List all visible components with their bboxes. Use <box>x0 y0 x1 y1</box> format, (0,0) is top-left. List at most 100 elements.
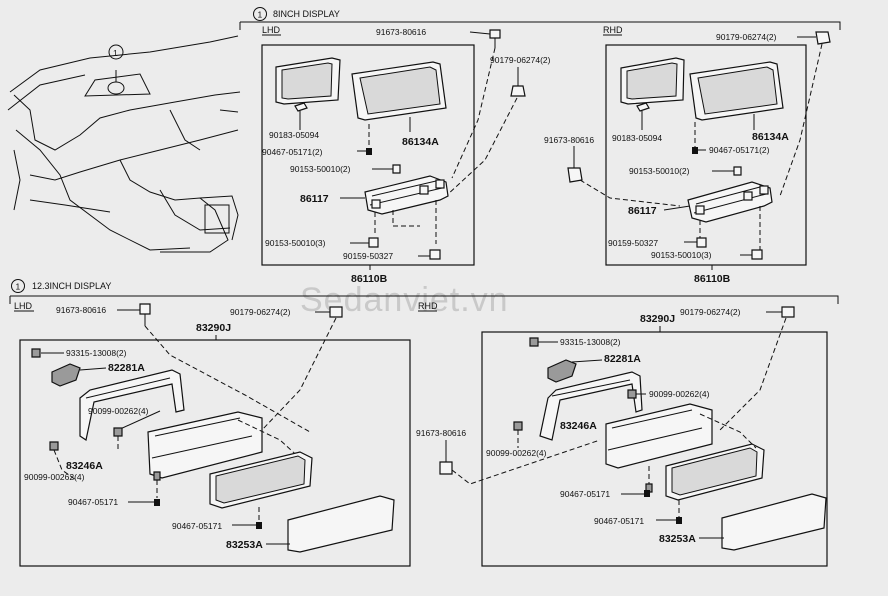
rhd-8inch-box <box>605 44 807 266</box>
part-label: 83246A <box>560 420 597 432</box>
part-label: 90179-06274(2) <box>490 55 551 65</box>
lhd-8inch-box <box>261 44 475 266</box>
nut-icon <box>154 499 160 506</box>
clip-icon <box>636 102 650 112</box>
part-label: 90179-06274(2) <box>716 32 777 42</box>
nut-icon <box>366 148 372 155</box>
glass-panel <box>721 493 827 551</box>
connector-part <box>547 359 577 383</box>
screw-icon <box>392 164 401 174</box>
part-label: 91673-80616 <box>416 428 466 438</box>
part-label: 90467-05171 <box>560 489 610 499</box>
part-label: 90159-50327 <box>343 251 393 261</box>
connector-part <box>51 363 81 387</box>
screw-icon <box>529 337 539 347</box>
bracket-part <box>364 175 449 215</box>
dashboard-illustration <box>7 35 241 253</box>
display-bezel-small <box>620 57 685 105</box>
clip-icon <box>815 31 831 45</box>
screw-icon <box>733 166 742 176</box>
lhd-8inch-label: LHD <box>262 25 281 35</box>
bolt-icon <box>567 167 583 183</box>
part-label: 90467-05171(2) <box>709 145 770 155</box>
part-label: 93315-13008(2) <box>66 348 127 358</box>
part-label: 86117 <box>300 193 329 205</box>
part-label: 90467-05171 <box>68 497 118 507</box>
part-label: 82281A <box>108 362 145 374</box>
part-label: 83253A <box>226 539 263 551</box>
part-label: 90467-05171(2) <box>262 147 323 157</box>
assembly-label: 86110B <box>694 273 731 285</box>
clip-icon <box>510 85 526 97</box>
part-label: 90099-00262(4) <box>486 448 547 458</box>
part-label: 90179-06274(2) <box>680 307 741 317</box>
section-12inch-marker-circle <box>11 279 25 293</box>
display-bezel-small <box>275 57 341 105</box>
part-label: 86134A <box>402 136 439 148</box>
rhd-12inch-label: RHD <box>418 301 438 311</box>
part-label: 83253A <box>659 533 696 545</box>
section-8inch: 1 8INCH DISPLAY LHD 91673-80616 90179-06… <box>239 7 841 285</box>
screw-icon <box>696 237 707 248</box>
part-label: 90153-50010(3) <box>265 238 326 248</box>
rhd-12inch-box <box>481 331 828 567</box>
section-12inch-title: 12.3INCH DISPLAY <box>32 281 111 291</box>
screw-icon <box>513 421 523 431</box>
screw-icon <box>31 348 41 358</box>
part-label: 86117 <box>628 205 657 217</box>
display-unit-12inch <box>147 411 263 479</box>
part-label: 90153-50010(3) <box>651 250 712 260</box>
part-label: 90467-05171 <box>172 521 222 531</box>
part-label: 83290J <box>640 313 675 325</box>
display-unit-12inch <box>605 403 713 469</box>
curved-bracket-part <box>539 371 643 441</box>
part-label: 86134A <box>752 131 789 143</box>
nut-icon <box>644 490 650 497</box>
part-label: 91673-80616 <box>376 27 426 37</box>
section-8inch-marker-circle <box>253 7 267 21</box>
nut-icon <box>676 517 682 524</box>
nut-icon <box>153 471 161 481</box>
section-12inch-marker: 1 <box>16 282 21 292</box>
part-label: 83290J <box>196 322 231 334</box>
part-label: 90099-00262(4) <box>649 389 710 399</box>
clip-icon <box>781 306 795 318</box>
section-12inch: 1 12.3INCH DISPLAY LHD 91673-80616 90179… <box>9 279 839 567</box>
part-label: 82281A <box>604 353 641 365</box>
part-label: 90179-06274(2) <box>230 307 291 317</box>
part-label: 90159-50327 <box>608 238 658 248</box>
part-label: 90467-05171 <box>594 516 644 526</box>
part-label: 83246A <box>66 460 103 472</box>
glass-panel <box>287 495 395 553</box>
part-label: 90099-00262(4) <box>88 406 149 416</box>
part-label: 91673-80616 <box>544 135 594 145</box>
lhd-12inch-label: LHD <box>14 301 33 311</box>
screw-icon <box>113 427 123 437</box>
dash-callout-marker: 1 <box>108 44 124 60</box>
screw-icon <box>49 441 59 451</box>
curved-bracket-part <box>79 369 185 441</box>
bracket-part <box>687 181 773 223</box>
screw-icon <box>627 389 637 399</box>
display-bezel-large <box>689 61 784 121</box>
bolt-icon <box>489 29 501 48</box>
rhd-8inch-label: RHD <box>603 25 623 35</box>
clip-icon <box>294 102 308 112</box>
part-label: 90153-50010(2) <box>290 164 351 174</box>
part-label: 90183-05094 <box>269 130 319 140</box>
screw-icon <box>429 249 441 260</box>
dash-callout-number: 1 <box>113 48 118 58</box>
bolt-icon <box>439 461 453 475</box>
part-label: 93315-13008(2) <box>560 337 621 347</box>
part-label: 90099-00262(4) <box>24 472 85 482</box>
screw-icon <box>751 249 763 260</box>
screw-icon <box>368 237 379 248</box>
assembly-label: 86110B <box>351 273 388 285</box>
part-label: 90153-50010(2) <box>629 166 690 176</box>
display-bezel-large <box>351 61 447 121</box>
nut-icon <box>692 147 698 154</box>
nut-icon <box>256 522 262 529</box>
clip-icon <box>329 306 343 318</box>
